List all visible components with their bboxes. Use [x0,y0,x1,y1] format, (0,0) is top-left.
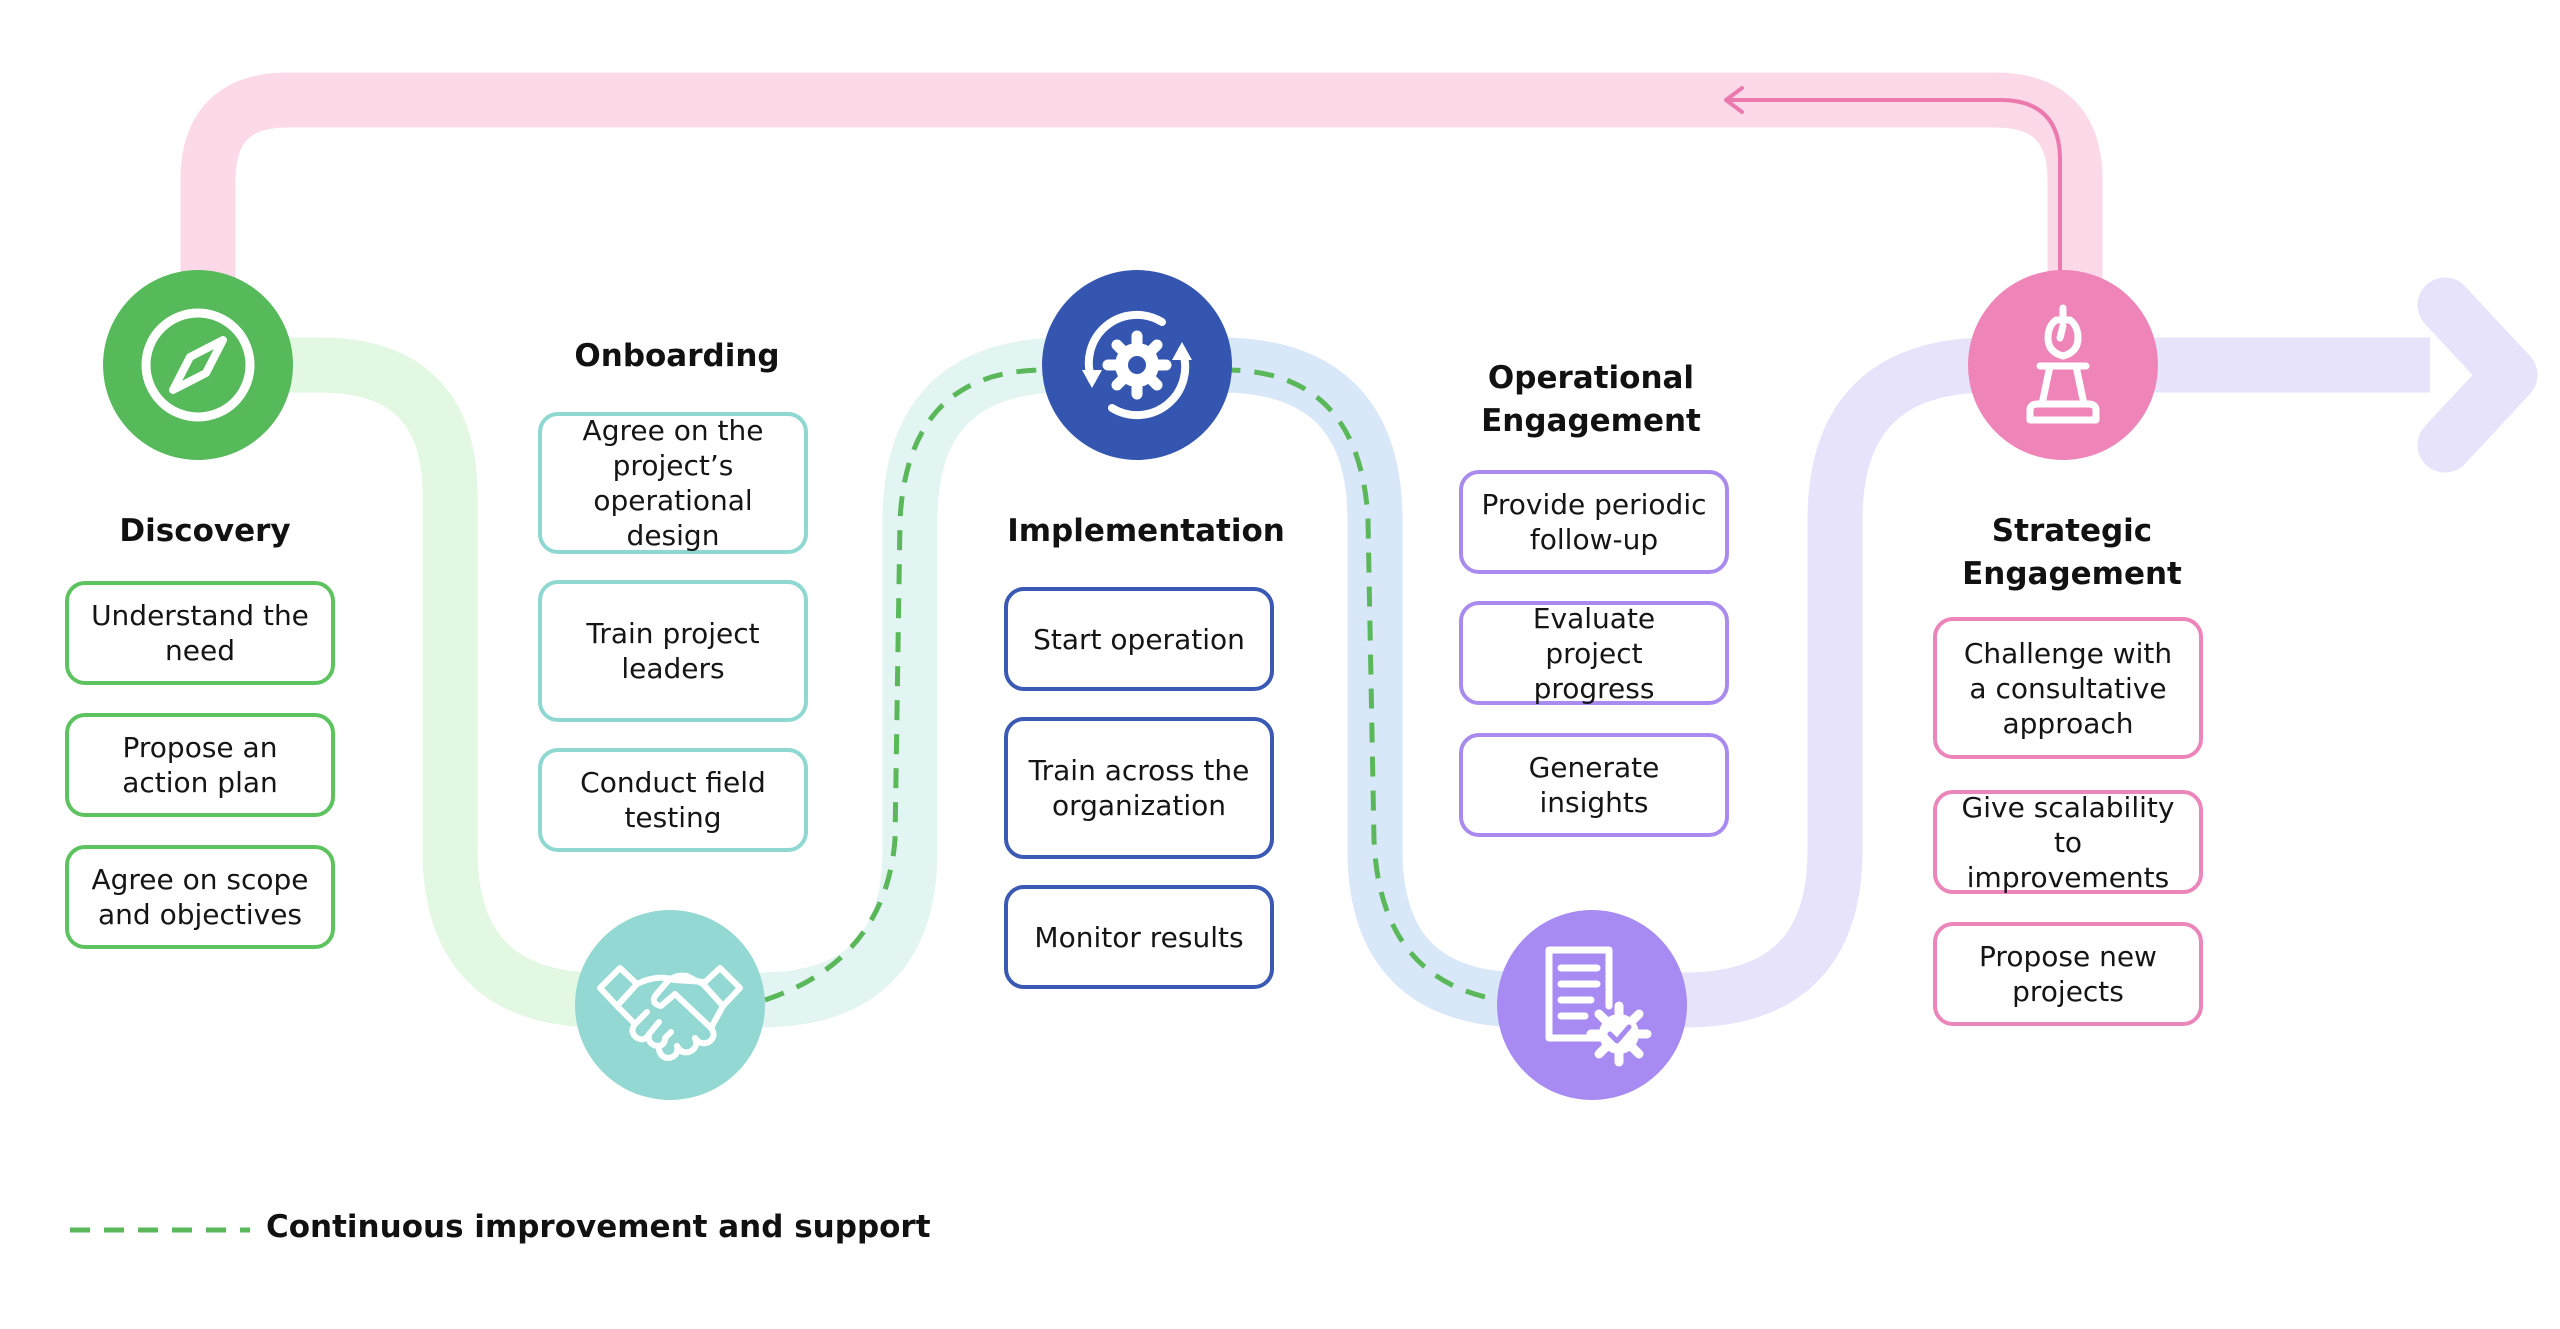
handshake-icon [575,910,765,1100]
strategic-step-new-projects: Propose new projects [1933,922,2203,1026]
implementation-title: Implementation [1007,513,1285,549]
strategic-title-line-1: Strategic [1991,513,2153,549]
legend-dashed-line [70,1227,250,1233]
operational-step-periodic-follow-up: Provide periodic follow-up [1459,470,1729,574]
compass-icon [103,270,293,460]
onboarding-step-field-testing: Conduct field testing [538,748,808,852]
strategic-step-scalability: Give scalability to improvements [1933,790,2203,894]
return-arrowhead [1724,86,1744,114]
implementation-step-train-organization: Train across the organization [1004,717,1274,859]
onboarding-step-train-leaders: Train project leaders [538,580,808,722]
legend-label: Continuous improvement and support [266,1209,931,1245]
discovery-step-propose-plan: Propose an action plan [65,713,335,817]
operational-step-evaluate-progress: Evaluate project progress [1459,601,1729,705]
discovery-title: Discovery [119,513,291,549]
operational-title-line-2: Engagement [1481,403,1701,440]
operational-step-generate-insights: Generate insights [1459,733,1729,837]
gear-cycle-icon [1042,270,1232,460]
return-arrow-line [1725,98,2062,280]
implementation-step-monitor-results: Monitor results [1004,885,1274,989]
onboarding-title: Onboarding [574,338,780,374]
document-check-icon [1497,910,1687,1100]
forward-arrowhead [2417,277,2538,473]
onboarding-step-operational-design: Agree on the project’s operational desig… [538,412,808,554]
strategic-step-consultative-approach: Challenge with a consultative approach [1933,617,2203,759]
operational-title: Operational Engagement [1431,357,1751,444]
operational-title-line-1: Operational [1487,360,1695,396]
strategic-title: Strategic Engagement [1912,510,2232,597]
discovery-step-agree-scope: Agree on scope and objectives [65,845,335,949]
strategic-title-line-2: Engagement [1962,556,2182,593]
chess-pawn-icon [1968,270,2158,460]
implementation-step-start-operation: Start operation [1004,587,1274,691]
discovery-step-understand-need: Understand the need [65,581,335,685]
